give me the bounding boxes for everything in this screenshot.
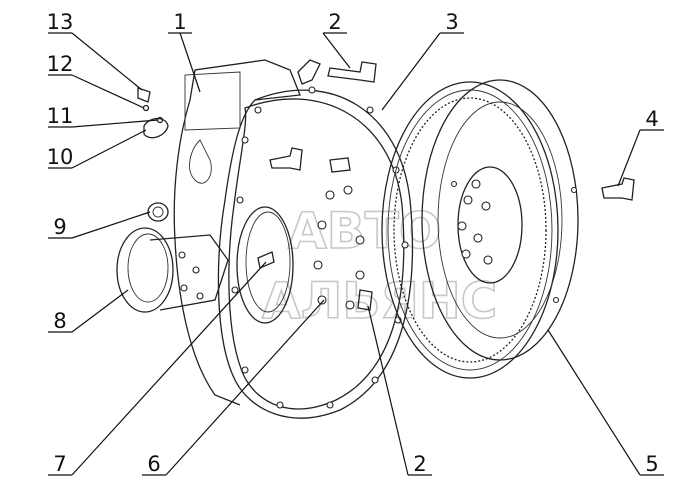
callout-2-top: 2 xyxy=(328,10,341,34)
callout-5: 5 xyxy=(645,452,658,476)
housing-bolts xyxy=(269,59,377,311)
crank-bolt-circle xyxy=(313,185,365,310)
callout-4: 4 xyxy=(645,107,658,131)
callout-11: 11 xyxy=(47,104,74,128)
leader-lines xyxy=(48,32,664,476)
callout-13: 13 xyxy=(47,10,74,34)
flywheel-bolt xyxy=(601,177,635,201)
callout-10: 10 xyxy=(47,145,74,169)
callout-labels: 1 2 3 4 5 2 6 7 8 9 10 11 12 13 xyxy=(47,10,659,476)
callout-9: 9 xyxy=(53,215,66,239)
flywheel xyxy=(421,79,579,361)
watermark-line2: АЛЬЯНС xyxy=(262,272,497,330)
flywheel-housing xyxy=(173,59,414,419)
callout-7: 7 xyxy=(53,452,66,476)
watermark-line1: АВТО xyxy=(288,202,441,260)
callout-3: 3 xyxy=(445,10,458,34)
clutch-cover xyxy=(116,227,275,313)
callout-2-bottom: 2 xyxy=(413,452,426,476)
callout-1: 1 xyxy=(173,10,186,34)
callout-6: 6 xyxy=(147,452,160,476)
watermark: АВТО АЛЬЯНС xyxy=(261,201,498,331)
callout-8: 8 xyxy=(53,309,66,333)
callout-12: 12 xyxy=(47,52,74,76)
